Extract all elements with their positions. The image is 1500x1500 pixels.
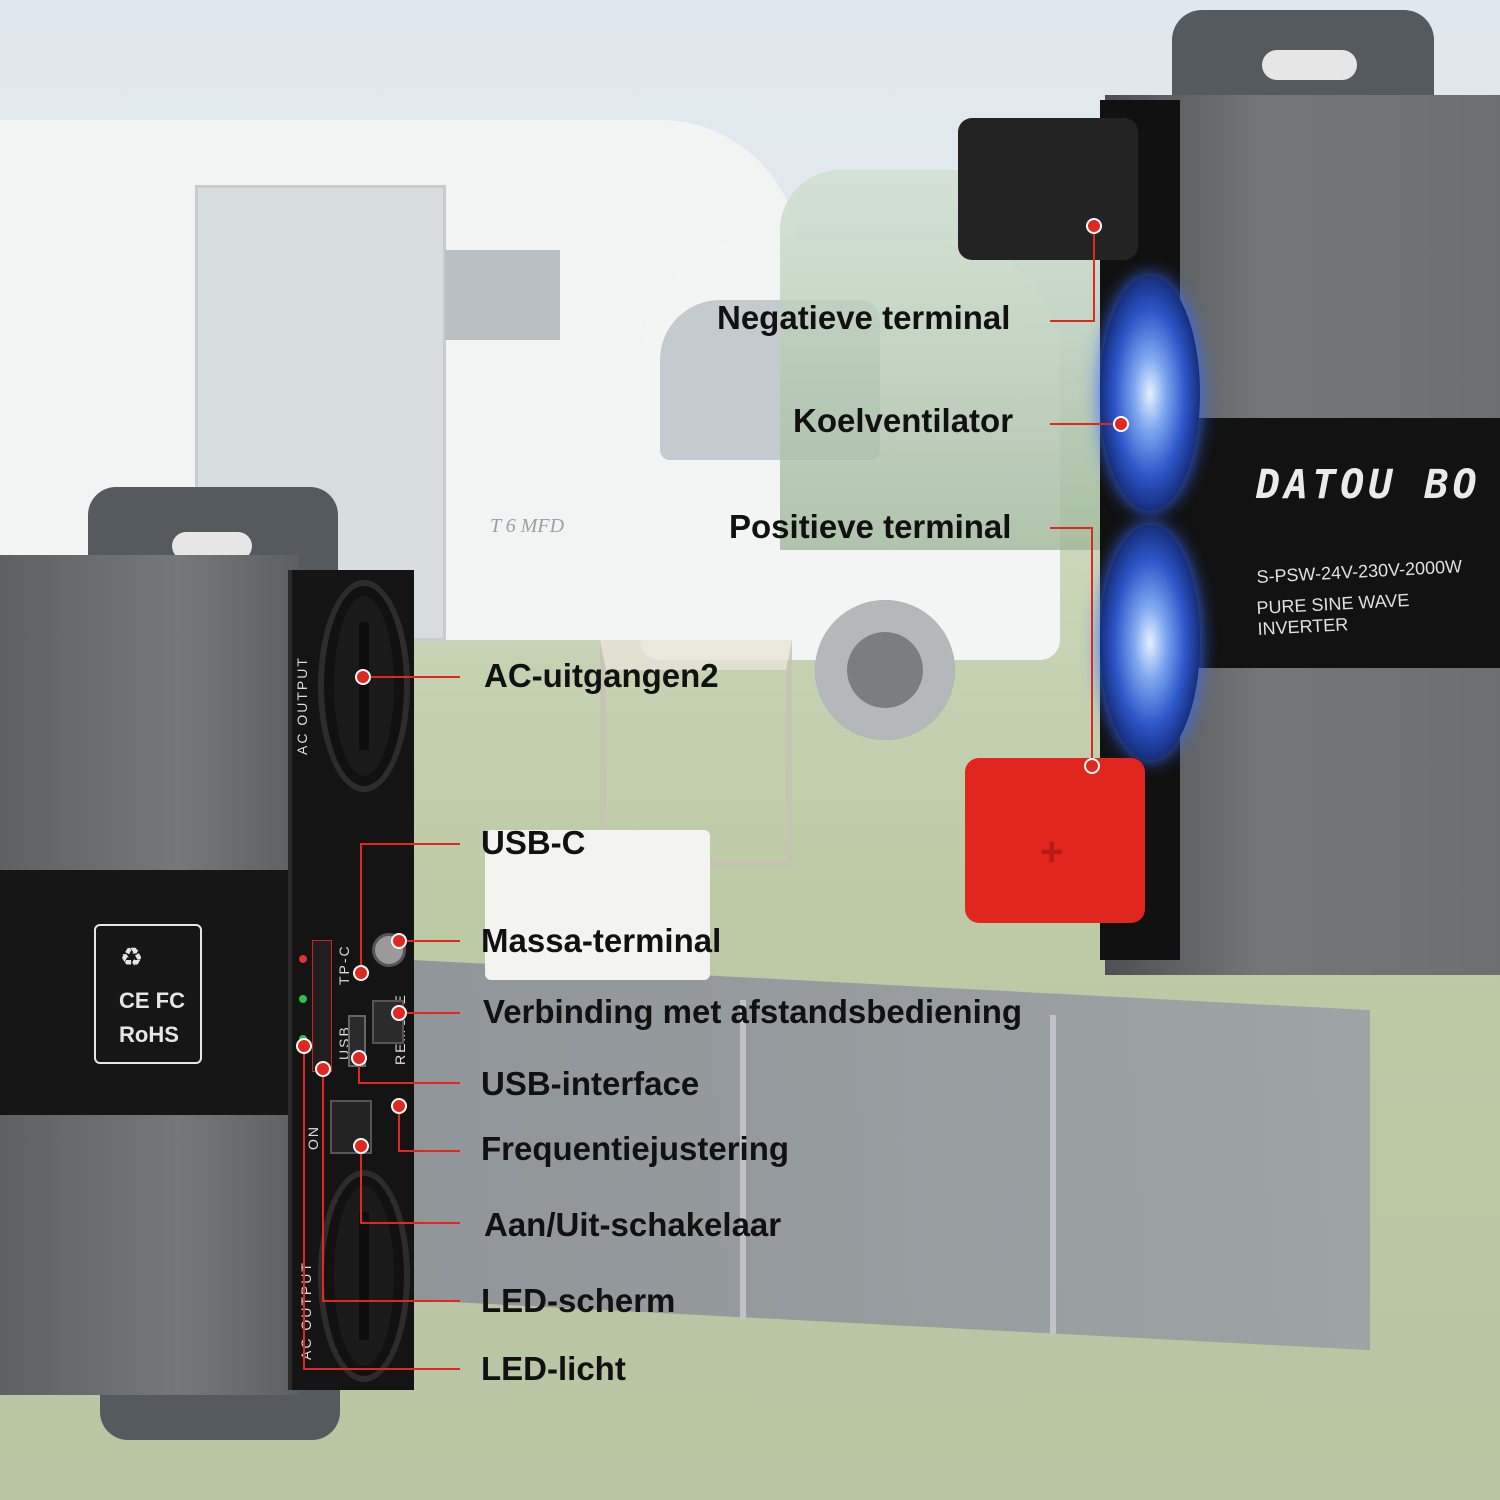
callout-line-freq-h	[398, 1150, 460, 1152]
label-usb-c: USB-C	[481, 824, 586, 861]
van-model-text: T 6 MFD	[490, 515, 565, 537]
recycle-icon: ♻	[120, 942, 144, 972]
label-usb-interface: USB-interface	[481, 1065, 700, 1102]
callout-dot-ground	[391, 933, 407, 949]
callout-line-usb-v	[358, 1055, 360, 1083]
negative-terminal-cap[interactable]	[958, 118, 1138, 260]
callout-line-led-h	[303, 1368, 460, 1370]
solar-panel-divider-2	[1050, 1014, 1056, 1336]
type-c-label: TP-C	[336, 944, 352, 985]
plus-icon: +	[1040, 830, 1064, 874]
callout-dot-switch	[353, 1138, 369, 1154]
callout-line-usb-h	[358, 1082, 460, 1084]
callout-dot-ac	[355, 669, 371, 685]
certification-badge	[94, 924, 202, 1064]
callout-line-negative-v	[1093, 225, 1095, 322]
callout-dot-fan	[1113, 416, 1129, 432]
label-remote-connection: Verbinding met afstandsbediening	[483, 993, 1023, 1030]
ce-fc-mark: CE FC	[119, 988, 185, 1013]
label-cooling-fan: Koelventilator	[793, 402, 1014, 439]
cooling-fan-bottom	[1100, 525, 1200, 760]
callout-line-ground	[398, 940, 460, 942]
ac-output-label-top: AC OUTPUT	[294, 656, 310, 755]
callout-line-ac	[362, 676, 460, 678]
label-positive-terminal: Positieve terminal	[729, 508, 1012, 545]
van-wheel	[815, 600, 955, 740]
ac-socket-bottom[interactable]	[318, 1170, 410, 1382]
callout-dot-positive	[1084, 758, 1100, 774]
callout-line-remote	[398, 1012, 460, 1014]
callout-dot-screen	[315, 1061, 331, 1077]
led-light-red	[299, 955, 307, 963]
brand-logo: DATOU BO	[1256, 462, 1481, 508]
cool-box	[485, 830, 710, 980]
callout-dot-freq	[391, 1098, 407, 1114]
label-negative-terminal: Negatieve terminal	[717, 299, 1011, 336]
callout-line-led-v	[303, 1045, 305, 1370]
label-ac-outputs: AC-uitgangen2	[484, 657, 719, 694]
callout-line-freq-v	[398, 1105, 400, 1150]
led-light-green-1	[299, 995, 307, 1003]
label-frequency-adjust: Frequentiejustering	[481, 1130, 790, 1167]
callout-dot-usbc	[353, 965, 369, 981]
label-led-light: LED-licht	[481, 1350, 626, 1387]
left-inverter-band	[0, 870, 288, 1115]
callout-dot-usb	[351, 1050, 367, 1066]
label-power-switch: Aan/Uit-schakelaar	[484, 1206, 782, 1243]
label-ground-terminal: Massa-terminal	[481, 922, 722, 959]
right-bracket-slot	[1262, 50, 1357, 80]
callout-line-usbc-h	[360, 843, 460, 845]
camper-window	[445, 250, 560, 340]
callout-line-fan	[1050, 423, 1120, 425]
callout-line-positive-v	[1091, 527, 1093, 765]
callout-line-screen-h	[322, 1300, 460, 1302]
callout-line-screen-v	[322, 1068, 324, 1302]
right-inverter-band	[1180, 418, 1500, 668]
label-led-screen: LED-scherm	[481, 1282, 676, 1319]
callout-line-switch-h	[360, 1222, 460, 1224]
callout-dot-remote	[391, 1005, 407, 1021]
ac-output-label-bottom: AC OUTPUT	[298, 1261, 314, 1360]
callout-dot-led	[296, 1038, 312, 1054]
callout-line-negative-h	[1050, 320, 1095, 322]
on-label: ON	[305, 1125, 321, 1150]
led-screen	[312, 940, 332, 1072]
callout-line-usbc-v	[360, 843, 362, 971]
callout-dot-negative	[1086, 218, 1102, 234]
cooling-fan-top	[1100, 276, 1200, 511]
callout-line-positive-h	[1050, 527, 1093, 529]
ac-socket-top[interactable]	[318, 580, 410, 792]
positive-terminal-cap[interactable]	[965, 758, 1145, 923]
callout-line-switch-v	[360, 1145, 362, 1223]
rohs-mark: RoHS	[119, 1022, 179, 1047]
